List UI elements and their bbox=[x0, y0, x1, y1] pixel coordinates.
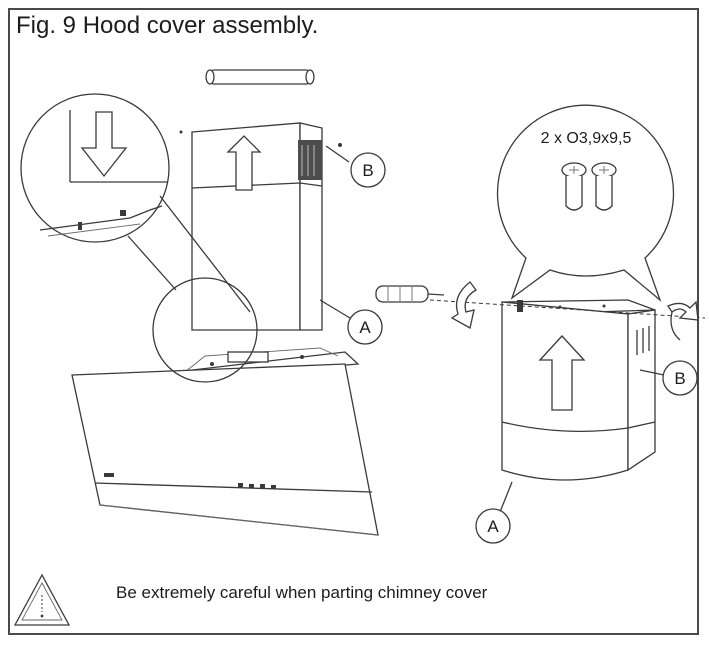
top-duct-part bbox=[205, 69, 315, 85]
screw-spec-label: 2 x O3,9x9,5 bbox=[541, 130, 632, 147]
right-detail-magnifier: 2 x O3,9x9,5 bbox=[496, 104, 675, 303]
left-chimney-cover bbox=[179, 122, 351, 331]
down-arrow-icon bbox=[80, 111, 128, 178]
svg-text:A: A bbox=[487, 517, 499, 536]
rotate-arrow-icon bbox=[667, 300, 699, 341]
hood-body bbox=[71, 347, 379, 536]
warning-message: Be extremely careful when parting chimne… bbox=[116, 583, 488, 602]
label-a-right-chimney: A bbox=[475, 508, 511, 544]
screwdriver-icon bbox=[375, 285, 445, 303]
up-arrow-icon bbox=[538, 335, 586, 411]
label-b-right-chimney: B bbox=[662, 360, 698, 396]
warning-triangle-icon bbox=[13, 573, 71, 626]
rotate-arrow-icon bbox=[450, 281, 477, 329]
svg-text:A: A bbox=[359, 318, 371, 337]
up-arrow-icon bbox=[226, 135, 262, 191]
screw-icon bbox=[561, 162, 587, 211]
screw-icon bbox=[591, 162, 617, 211]
label-a-left-chimney: A bbox=[347, 309, 383, 345]
svg-text:B: B bbox=[362, 161, 373, 180]
right-chimney-cover bbox=[429, 299, 706, 513]
label-b-left-chimney: B bbox=[350, 152, 386, 188]
left-detail-magnifier bbox=[20, 93, 258, 383]
svg-text:B: B bbox=[674, 369, 685, 388]
figure-frame bbox=[8, 8, 699, 635]
figure-title: Fig. 9 Hood cover assembly. bbox=[16, 12, 319, 39]
